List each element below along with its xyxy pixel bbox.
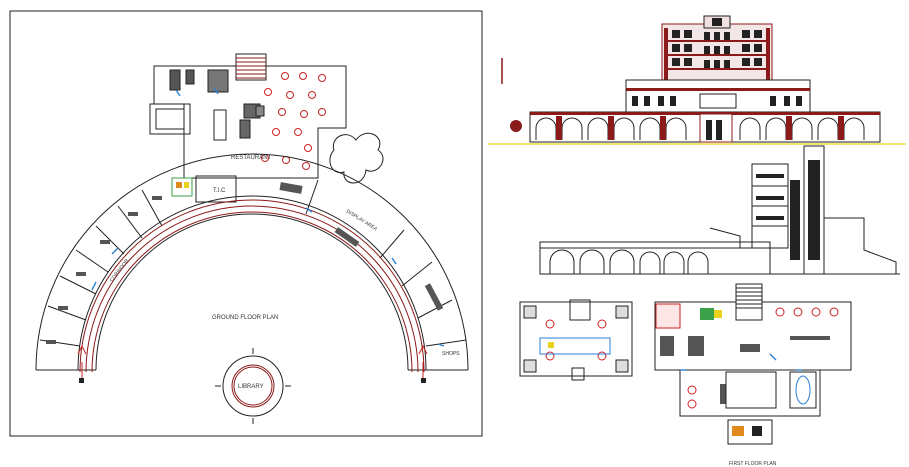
entrance-arrows — [77, 344, 428, 383]
library-label: LIBRARY — [238, 384, 264, 390]
restaurant-label: RESTAURANT — [231, 155, 272, 161]
first-floor-large-plan — [654, 283, 852, 445]
arc-shops-ring — [35, 153, 469, 371]
door-marks — [91, 87, 445, 347]
display-items — [46, 182, 444, 344]
tic-label: T.I.C — [213, 188, 226, 194]
shops-label: SHOPS — [442, 351, 460, 357]
brick-corridor-arc — [79, 199, 425, 373]
library-rotunda — [215, 348, 291, 424]
restaurant-block — [149, 53, 384, 184]
first-floor-small-plan — [519, 299, 633, 381]
tic-block — [171, 175, 237, 203]
first-floor-plan-label: FIRST FLOOR PLAN — [729, 461, 777, 467]
ground-floor-plan-panel: RESTAURANT T.I.C — [9, 10, 483, 437]
side-section — [539, 145, 900, 275]
front-elevation — [488, 15, 906, 145]
display-area-label: DISPLAY AREA — [345, 209, 379, 233]
ground-floor-plan-label: GROUND FLOOR PLAN — [212, 315, 278, 321]
